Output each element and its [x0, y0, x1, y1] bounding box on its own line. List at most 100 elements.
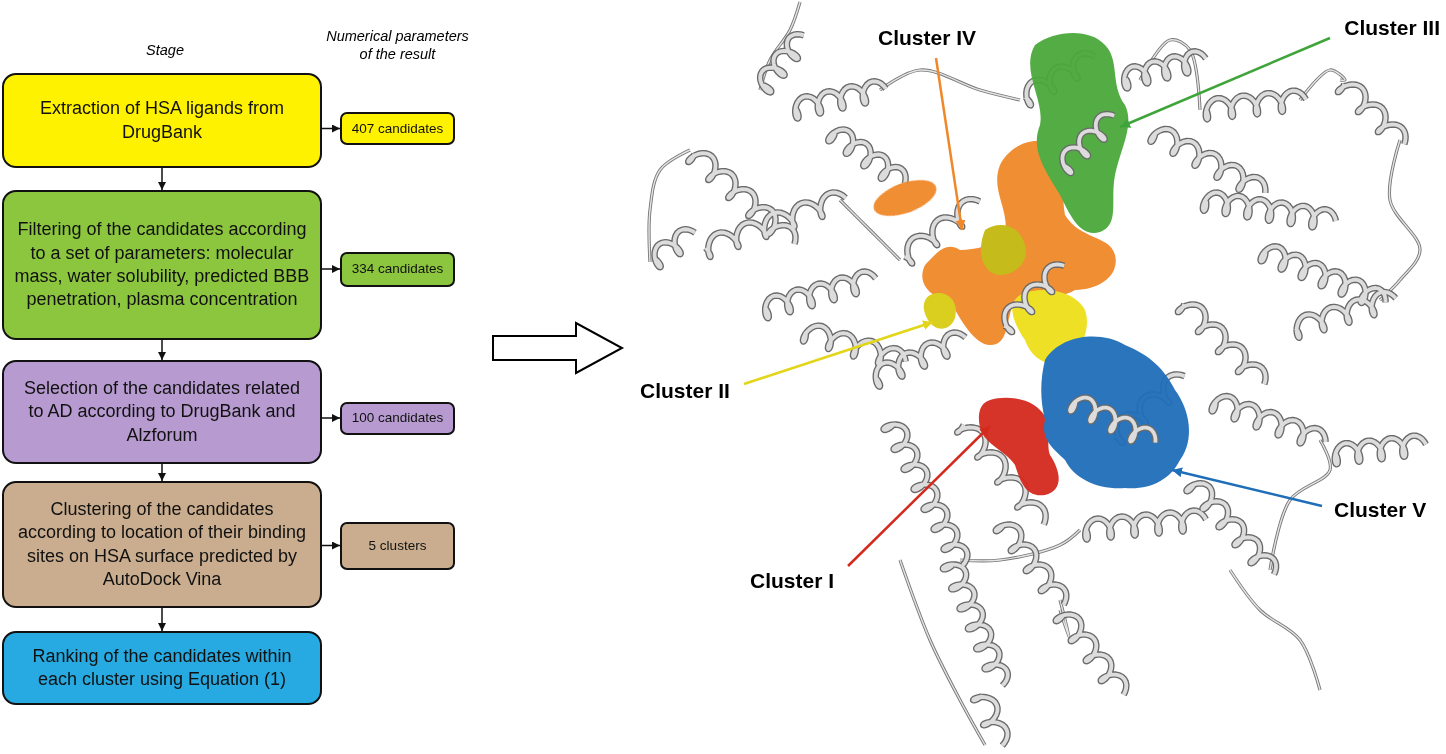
cluster-label: Cluster III [1344, 16, 1440, 40]
protein-helix [1056, 615, 1127, 695]
flow-arrow [161, 608, 163, 631]
protein-helix [1062, 114, 1114, 173]
protein-helix [1150, 129, 1265, 193]
flow-arrow [322, 417, 340, 419]
protein-helix [996, 525, 1067, 605]
result-count: 5 clusters [369, 538, 427, 554]
result-box: 5 clusters [340, 522, 455, 570]
result-count: 100 candidates [352, 410, 444, 426]
process-box: Extraction of HSA ligands from DrugBank [2, 73, 322, 168]
flow-arrow [161, 340, 163, 360]
protein-helix [996, 525, 1067, 605]
protein-helix [1206, 91, 1306, 120]
leader-line [936, 58, 962, 230]
column-header: Stage [115, 41, 215, 59]
protein-helix [828, 129, 905, 183]
protein-helix [1335, 436, 1426, 465]
cluster-surface [1041, 337, 1189, 489]
protein-helix [1178, 304, 1266, 384]
protein-helix [875, 333, 965, 387]
protein-helix [1261, 246, 1386, 303]
flow-arrow [322, 545, 340, 547]
protein-loop [880, 70, 1020, 100]
protein-helix [1338, 84, 1406, 144]
protein-helix [688, 153, 795, 244]
result-box: 100 candidates [340, 402, 455, 435]
protein-loop [1230, 570, 1320, 690]
protein-helix [1124, 51, 1206, 88]
process-box: Filtering of the candidates according to… [2, 190, 322, 340]
protein-helix [1335, 436, 1426, 465]
cluster-surface [869, 173, 941, 224]
flow-arrow [161, 464, 163, 481]
protein-loop [1380, 140, 1420, 300]
process-box: Selection of the candidates related to A… [2, 360, 322, 464]
protein-helix [706, 192, 846, 256]
protein-helix [1070, 398, 1155, 443]
protein-helix [1124, 51, 1206, 88]
protein-helix [760, 34, 804, 92]
process-box: Clustering of the candidates according t… [2, 481, 322, 608]
protein-helix [1206, 91, 1306, 120]
protein-ribbons [649, 2, 1426, 746]
result-box: 407 candidates [340, 112, 455, 145]
result-box: 334 candidates [340, 252, 455, 287]
protein-helix [803, 326, 906, 364]
cluster-surface [1030, 33, 1128, 233]
protein-helix [1338, 84, 1406, 144]
flow-arrow [161, 168, 163, 190]
protein-helix [655, 229, 696, 267]
protein-helix [1004, 264, 1064, 332]
protein-helix [943, 564, 1008, 685]
stage-text: Ranking of the candidates within each cl… [14, 645, 310, 692]
protein-helix [765, 272, 876, 319]
leader-lines [744, 38, 1330, 566]
protein-helix [1070, 398, 1155, 443]
protein-helix [1212, 396, 1326, 443]
hollow-arrow [493, 323, 622, 373]
flow-arrow [322, 268, 340, 270]
stage-text: Selection of the candidates related to A… [14, 377, 310, 447]
protein-helix [803, 326, 906, 364]
protein-helix [1261, 246, 1386, 303]
protein-helix [1085, 511, 1206, 540]
protein-helix [884, 425, 968, 566]
protein-helix [1085, 511, 1206, 540]
protein-helix [1203, 193, 1336, 228]
column-header: Numerical parameters of the result [320, 27, 475, 63]
protein-helix [1056, 615, 1127, 695]
protein-helix [765, 272, 876, 319]
protein-helix [943, 564, 1008, 685]
cluster-label: Cluster II [640, 379, 730, 403]
leader-line [848, 426, 990, 566]
protein-helix [760, 34, 804, 92]
stage-text: Clustering of the candidates according t… [14, 498, 310, 592]
protein-helix [1062, 114, 1114, 173]
protein-helix [973, 696, 1007, 746]
protein-helix [1004, 264, 1064, 332]
protein-helix [795, 81, 886, 118]
protein-helix [1203, 193, 1336, 228]
protein-helix [1212, 396, 1326, 443]
protein-helix [884, 425, 968, 566]
protein-loop [1230, 570, 1320, 690]
protein-helix [1186, 483, 1276, 574]
leader-line [1172, 470, 1322, 506]
protein-helix [1178, 304, 1266, 384]
cluster-label: Cluster V [1334, 498, 1426, 522]
flow-arrow [322, 128, 340, 130]
protein-helix [655, 229, 696, 267]
protein-helix [1150, 129, 1265, 193]
stage-text: Filtering of the candidates according to… [14, 218, 310, 312]
protein-helix [1296, 292, 1396, 338]
leader-line [1120, 38, 1330, 127]
protein-helix [973, 696, 1007, 746]
cluster-label: Cluster IV [878, 26, 976, 50]
binding-clusters [869, 33, 1189, 495]
protein-helix [828, 129, 905, 183]
protein-loop [880, 70, 1020, 100]
process-box: Ranking of the candidates within each cl… [2, 631, 322, 705]
protein-ribbons [1004, 114, 1155, 443]
